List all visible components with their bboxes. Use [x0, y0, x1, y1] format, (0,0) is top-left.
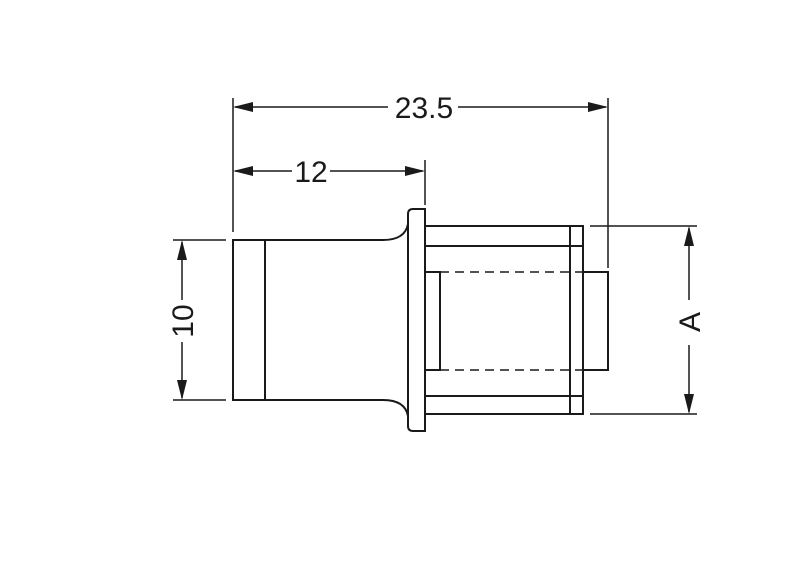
dimension-label-front-height: 10	[167, 304, 200, 337]
arrowhead	[684, 226, 694, 246]
dimension-label-overall-length: 23.5	[395, 92, 453, 125]
cavity-left-edge	[424, 271, 441, 371]
rear-tab-outline	[582, 271, 609, 371]
arrowhead	[405, 166, 425, 176]
dimension-front-height: 10	[167, 239, 226, 401]
upper-flare-curve	[381, 222, 410, 242]
arrowhead	[684, 394, 694, 414]
connector-body	[232, 208, 609, 432]
arrowhead	[233, 166, 253, 176]
arrowhead	[588, 102, 608, 112]
arrowhead	[177, 380, 187, 400]
arrowhead	[177, 240, 187, 260]
rear-housing-outline	[424, 225, 584, 415]
dimension-rear-height: A	[590, 225, 707, 415]
front-barrel-outline	[232, 239, 384, 401]
dimension-label-rear-height: A	[674, 312, 707, 332]
lower-flare-curve	[381, 398, 410, 418]
dimension-overall-length: 23.5	[232, 92, 609, 268]
dimension-label-front-length: 12	[294, 156, 327, 189]
dimension-front-length: 12	[233, 156, 426, 205]
flange-outline	[407, 208, 426, 432]
arrowhead	[233, 102, 253, 112]
